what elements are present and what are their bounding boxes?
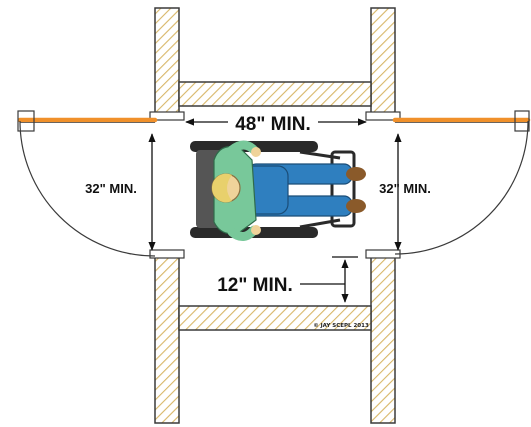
person-hair [211, 173, 232, 203]
left-door-hinge [17, 110, 35, 132]
footrest [330, 150, 356, 228]
left-door [17, 110, 158, 257]
left-door-swing-arc [19, 120, 156, 257]
credit-text: © JAY SCEPL 2013 [313, 323, 369, 329]
wall-bottom-right [370, 254, 396, 424]
wall-bottom-left [154, 254, 180, 424]
label-32-min-right: 32" MIN. [379, 181, 431, 196]
shoe-bottom [346, 199, 366, 213]
right-door-hinge [514, 110, 530, 132]
wall-top-right [370, 7, 396, 119]
person-arm-top [227, 140, 259, 155]
shoe-top [346, 167, 366, 181]
labels: 48" MIN. 32" MIN. 32" MIN. 12" MIN. © JA… [85, 114, 431, 329]
label-12-min: 12" MIN. [217, 275, 293, 296]
wall-bottom-cross [178, 305, 372, 331]
label-32-min-left: 32" MIN. [85, 181, 137, 196]
wheelchair-user-icon [190, 140, 366, 241]
dimensions [148, 118, 402, 303]
jamb-left-bottom [149, 249, 185, 259]
jamb-left-top [149, 111, 185, 121]
right-door-swing-arc [394, 120, 529, 255]
right-door [392, 110, 531, 255]
jamb-right-top [365, 111, 401, 121]
label-48-min: 48" MIN. [235, 114, 311, 135]
walls [149, 7, 401, 424]
wall-top-left [154, 7, 180, 119]
wall-top-cross [178, 81, 372, 107]
jamb-right-bottom [365, 249, 401, 259]
